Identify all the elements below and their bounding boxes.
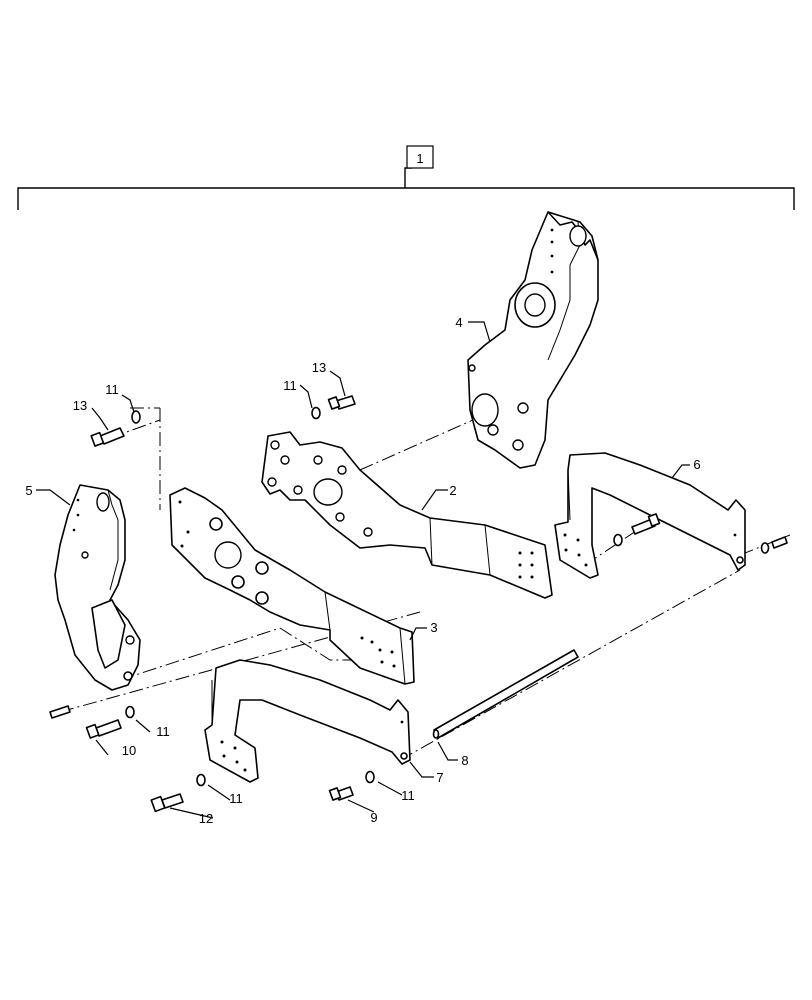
callout-10: 10 bbox=[122, 743, 136, 758]
bolt-12 bbox=[150, 793, 184, 813]
callout-11-lower-left: 11 bbox=[156, 724, 170, 739]
callout-6: 6 bbox=[693, 457, 700, 472]
callout-1: 1 bbox=[416, 151, 423, 166]
bolt-13-upper-left bbox=[90, 427, 125, 447]
part-2-plate bbox=[261, 431, 553, 599]
callout-5: 5 bbox=[25, 483, 32, 498]
callout-11-upper-left: 11 bbox=[105, 382, 119, 397]
bolt-left-end bbox=[49, 705, 71, 719]
callout-7: 7 bbox=[436, 770, 443, 785]
callout-3: 3 bbox=[430, 620, 437, 635]
part-6-bar bbox=[554, 452, 746, 579]
washer-11-upper-left bbox=[131, 410, 141, 424]
callout-11-upper-center: 11 bbox=[283, 378, 297, 393]
bolt-9 bbox=[328, 786, 354, 801]
callout-4: 4 bbox=[455, 315, 462, 330]
callout-9: 9 bbox=[370, 810, 377, 825]
callout-11-bottom-center: 11 bbox=[401, 788, 415, 803]
bolt-far-right bbox=[760, 536, 788, 554]
callout-13-upper-center: 13 bbox=[312, 360, 326, 375]
callout-12: 12 bbox=[199, 811, 213, 826]
callout-8: 8 bbox=[461, 753, 468, 768]
leader-lines bbox=[36, 321, 690, 819]
part-4-bracket bbox=[467, 211, 599, 469]
washer-11-upper-center bbox=[311, 406, 321, 420]
part-3-plate bbox=[169, 487, 415, 685]
part-5-bracket bbox=[54, 484, 141, 691]
washer-11-lower-center bbox=[365, 770, 375, 784]
bolt-10 bbox=[85, 719, 122, 739]
centerlines bbox=[59, 407, 791, 761]
callout-2: 2 bbox=[449, 483, 456, 498]
washer-11-lower-left bbox=[196, 773, 206, 787]
callout-13-upper-left: 13 bbox=[73, 398, 87, 413]
callout-11-bottom-left: 11 bbox=[229, 791, 243, 806]
bolt-right bbox=[613, 513, 661, 547]
washer-11-left bbox=[125, 705, 135, 719]
part-8-rod bbox=[432, 649, 579, 739]
bolt-13-upper-center bbox=[327, 395, 356, 410]
assembly-brace bbox=[17, 145, 795, 210]
part-7-bar bbox=[204, 659, 411, 783]
